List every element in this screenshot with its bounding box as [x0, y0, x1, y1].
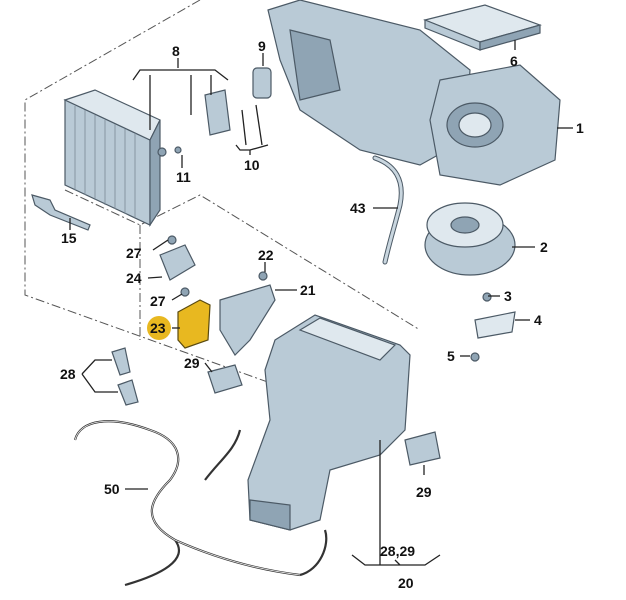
label-15: 15 — [61, 230, 77, 246]
sensor-28b — [117, 379, 139, 406]
label-4: 4 — [534, 312, 542, 328]
label-5: 5 — [447, 348, 455, 364]
cover-plate — [204, 89, 231, 136]
label-3: 3 — [504, 288, 512, 304]
highlight-badge — [147, 316, 171, 340]
label-9: 9 — [258, 38, 266, 54]
label-6: 6 — [510, 53, 518, 69]
group-outline-inner — [64, 189, 421, 340]
label-22: 22 — [258, 247, 274, 263]
lever-21 — [219, 284, 276, 356]
leader-lines — [69, 40, 573, 566]
label-29b: 29 — [416, 484, 432, 500]
screws — [157, 146, 492, 362]
label-1: 1 — [576, 120, 584, 136]
pollen-filter — [423, 4, 542, 51]
label-28: 28 — [60, 366, 76, 382]
label-2: 2 — [540, 239, 548, 255]
label-11: 11 — [176, 169, 191, 185]
label-21: 21 — [300, 282, 316, 298]
temp-sensor — [31, 194, 91, 231]
actuator-23-highlighted — [177, 299, 211, 349]
label-10: 10 — [244, 157, 260, 173]
label-24: 24 — [126, 270, 142, 286]
heater-housing-lower — [247, 314, 411, 531]
label-8: 8 — [172, 43, 180, 59]
sensor-28a — [111, 347, 131, 376]
blower-motor — [424, 202, 516, 276]
label-23: 23 — [150, 320, 166, 336]
seal-4 — [474, 311, 516, 339]
wiring-harness — [73, 420, 328, 587]
label-50: 50 — [104, 481, 120, 497]
expansion-valve — [252, 67, 272, 99]
actuator-29 — [207, 364, 243, 394]
callout-labels: 8 9 6 1 10 11 15 43 2 27 22 24 21 27 3 2… — [60, 38, 584, 591]
air-distribution-housing — [267, 0, 471, 166]
heat-exchanger — [63, 89, 161, 227]
label-43: 43 — [350, 200, 366, 216]
label-27a: 27 — [126, 245, 142, 261]
actuator-29-right — [404, 431, 441, 466]
drain-hose — [372, 155, 404, 265]
label-27b: 27 — [150, 293, 166, 309]
label-29a: 29 — [184, 355, 200, 371]
label-28-29: 28,29 — [380, 543, 415, 559]
label-20: 20 — [398, 575, 414, 591]
actuator-24 — [159, 244, 196, 281]
blower-housing — [429, 64, 561, 186]
